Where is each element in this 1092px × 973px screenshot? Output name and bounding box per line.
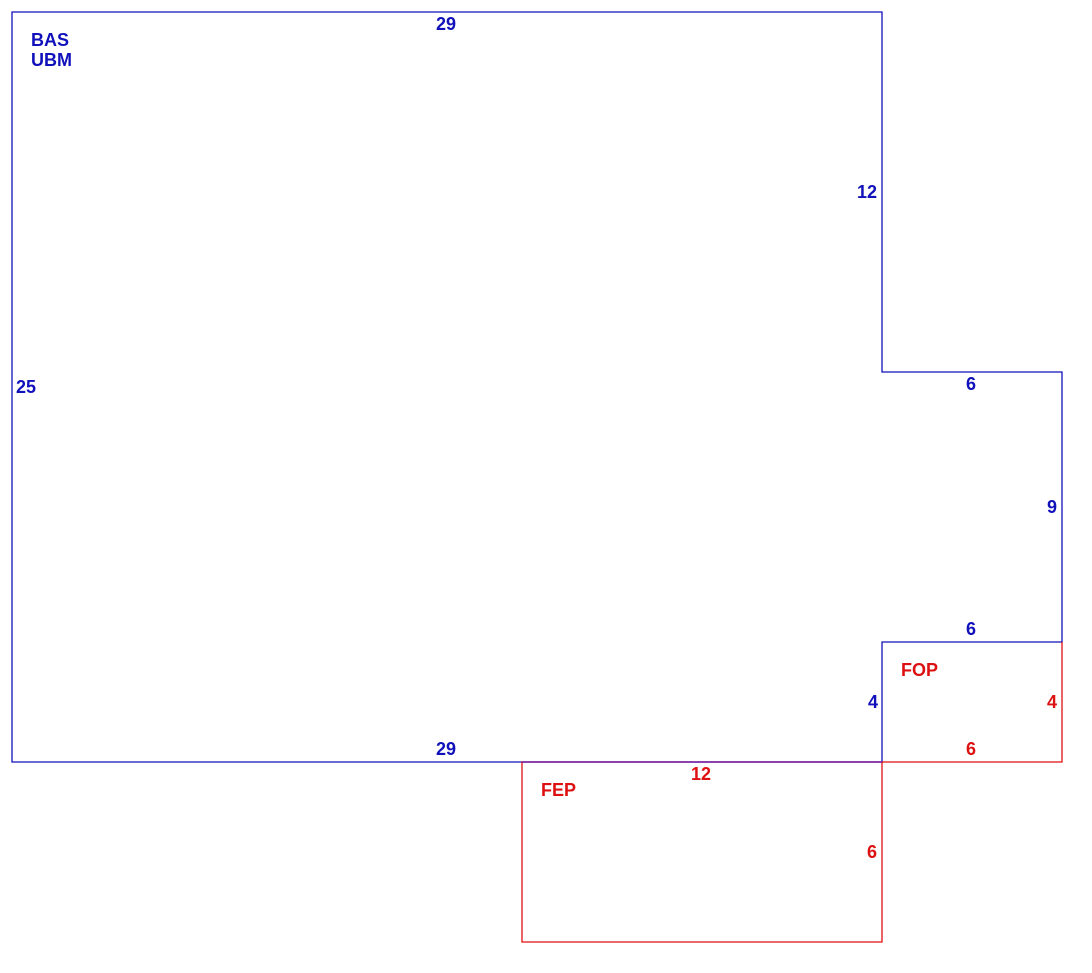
dim-fop-bottom: 6 — [966, 739, 976, 759]
dim-fep-right: 6 — [867, 842, 877, 862]
main-area-code-1: BAS — [31, 30, 69, 50]
dim-fop-right: 4 — [1047, 692, 1057, 712]
dim-main-step-top: 6 — [966, 374, 976, 394]
main-area-code-2: UBM — [31, 50, 72, 70]
dim-main-notch: 4 — [868, 692, 878, 712]
dim-main-right-upper: 12 — [857, 182, 877, 202]
dim-fep-top: 12 — [691, 764, 711, 784]
dim-main-right-lower: 9 — [1047, 497, 1057, 517]
fop-outline — [882, 642, 1063, 763]
dim-main-left: 25 — [16, 377, 36, 397]
fep-area-label: FEP — [541, 780, 576, 800]
dim-main-step-bottom: 6 — [966, 619, 976, 639]
dim-main-bottom: 29 — [436, 739, 456, 759]
fop-area-label: FOP — [901, 660, 938, 680]
dim-main-top: 29 — [436, 14, 456, 34]
